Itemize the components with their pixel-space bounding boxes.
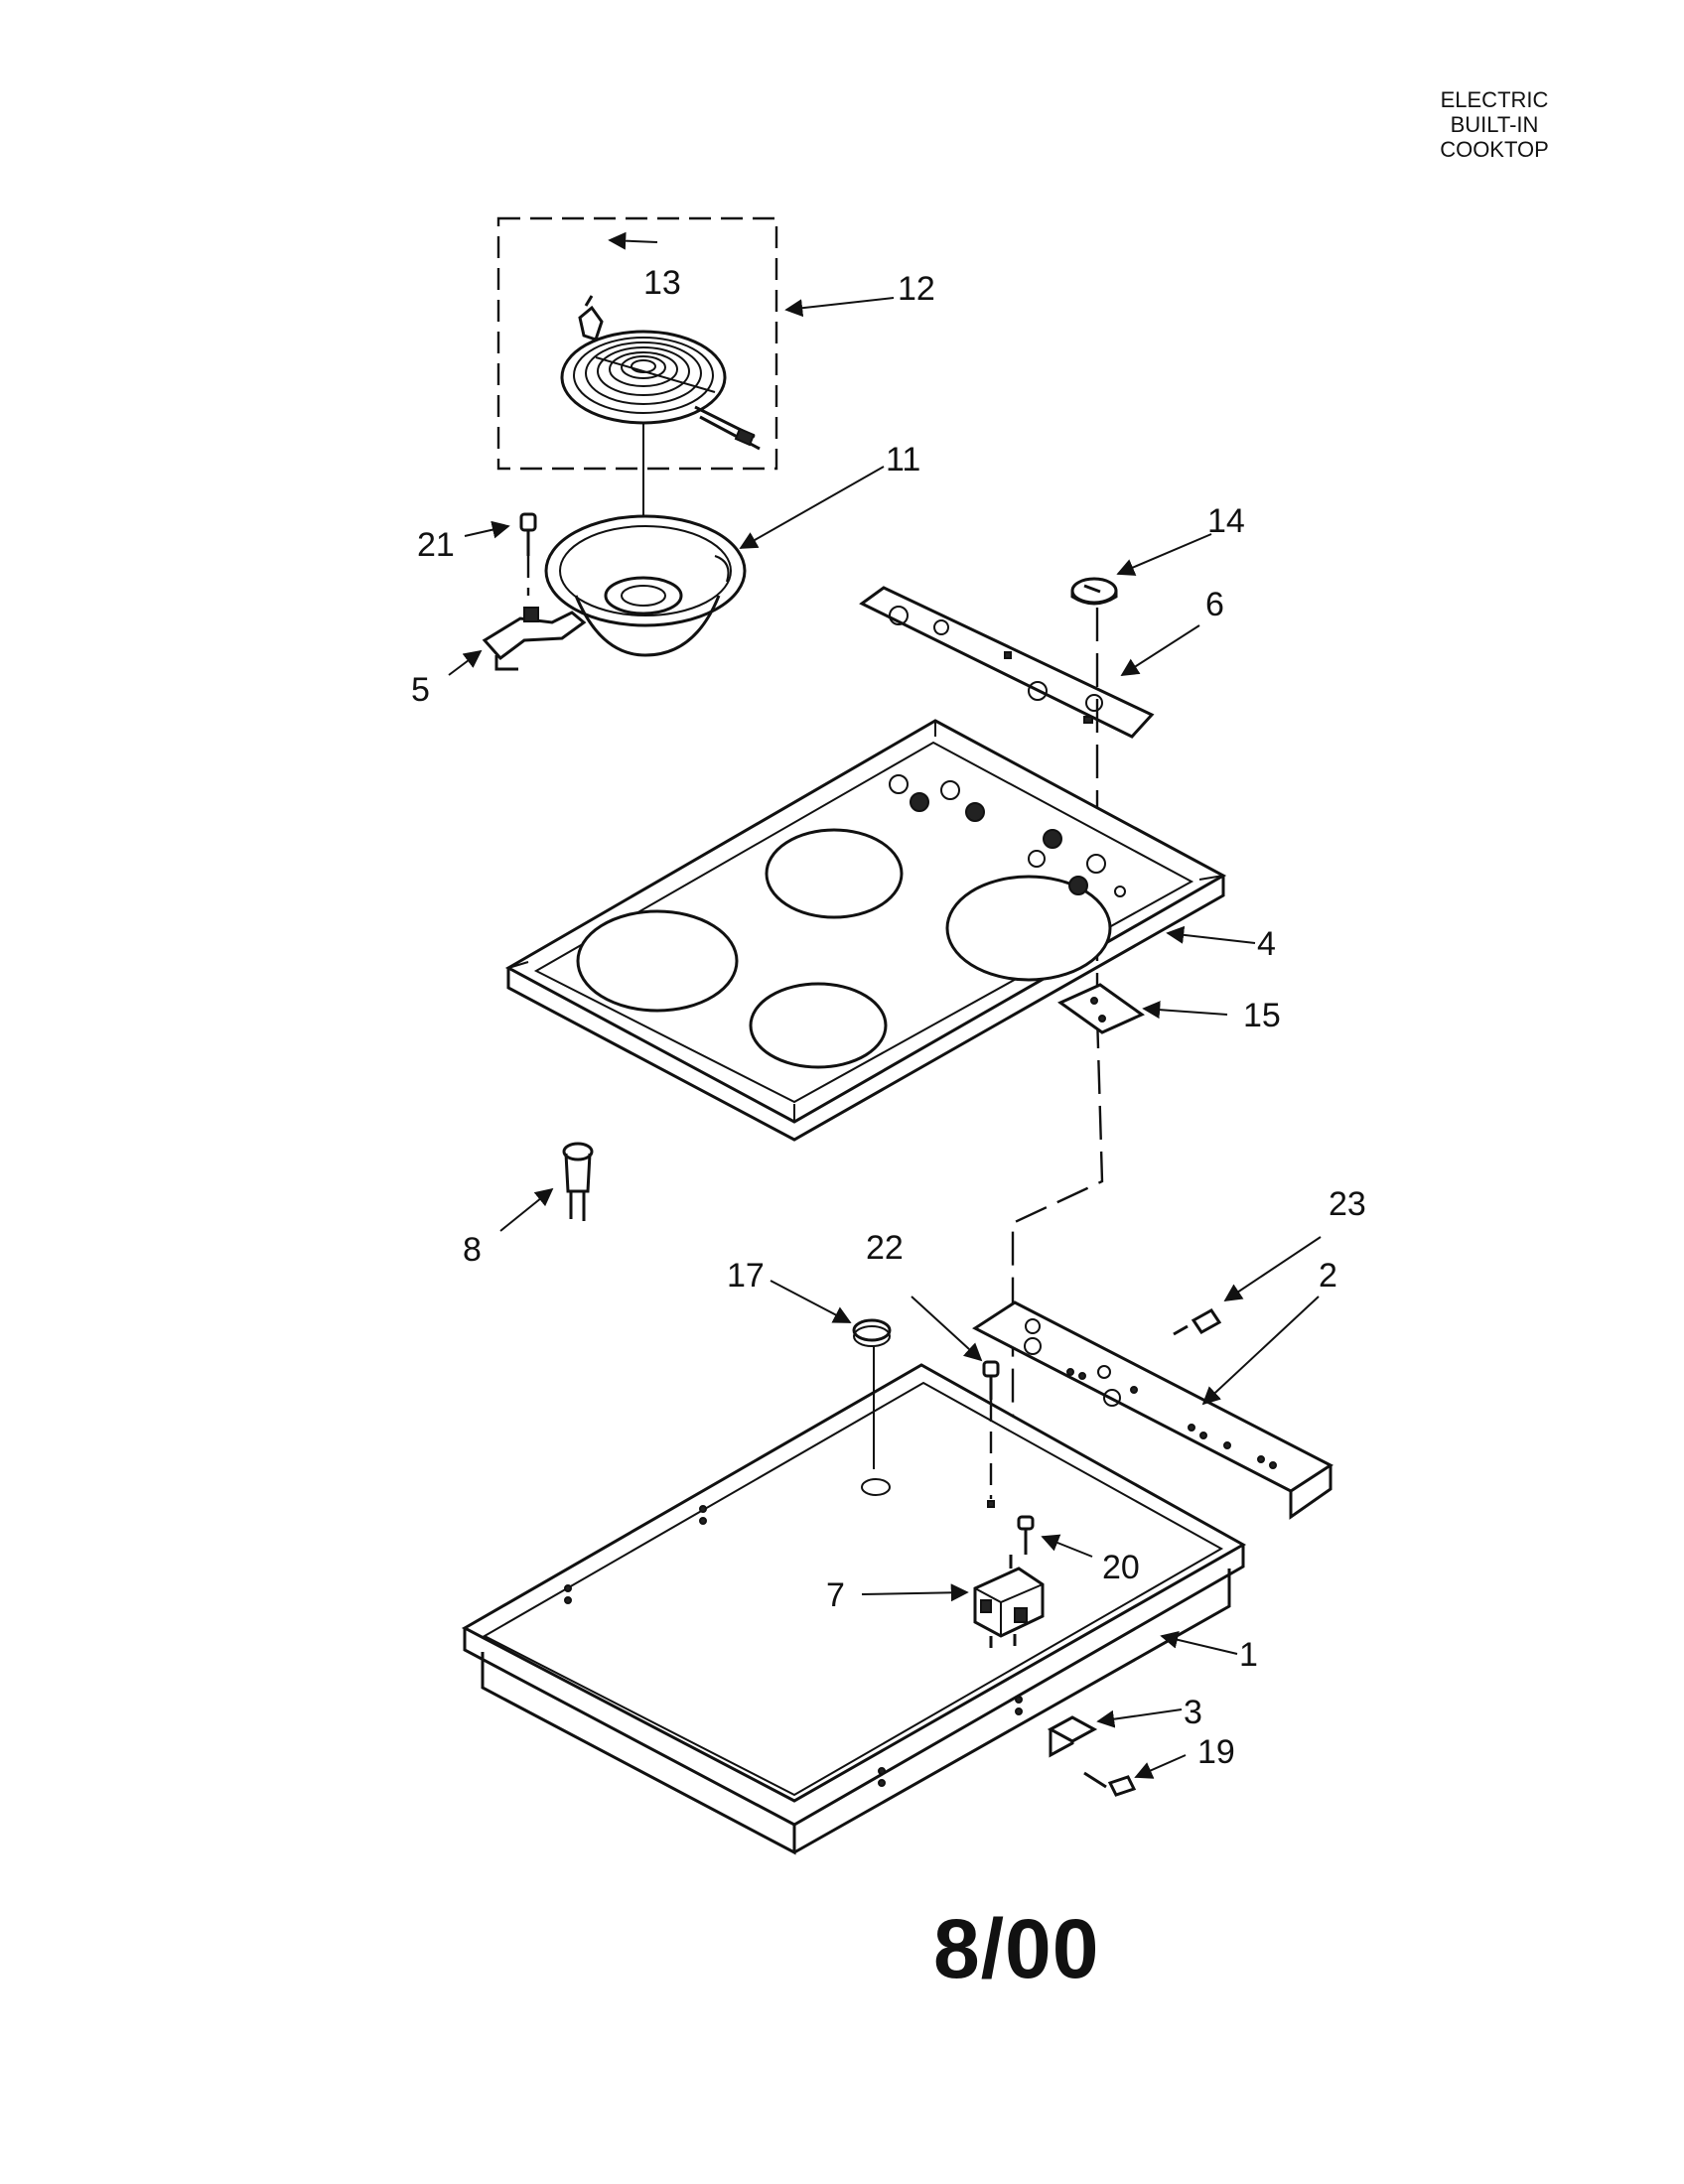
callout-17: 17 [727,1257,765,1295]
surface-element [560,330,761,451]
callout-6: 6 [1205,586,1224,623]
terminal-bracket [972,1300,1333,1520]
element-receptacle-bracket [482,607,587,671]
callout-21: 21 [417,526,455,564]
callout-12: 12 [898,270,935,308]
header-line-1: ELECTRIC [1440,87,1549,112]
grommet [852,1318,892,1469]
header-line-3: COOKTOP [1440,137,1549,162]
callout-numbers: 1 2 3 4 5 6 7 8 11 12 13 14 15 17 19 20 … [411,264,1366,1771]
screw-22 [982,1360,1000,1508]
callout-11: 11 [886,441,920,478]
main-cooktop [504,719,1227,1142]
diagram-header: ELECTRIC BUILT-IN COOKTOP [1380,87,1609,162]
terminal-block-clip [578,295,604,341]
callout-2: 2 [1319,1257,1337,1295]
control-panel-overlay [859,586,1155,739]
callout-22: 22 [866,1229,904,1267]
indicator-light [562,1142,594,1221]
insulation-tab [1057,983,1145,1034]
revision-date: 8/00 [933,1902,1100,1995]
callout-5: 5 [411,671,430,709]
screw-21 [519,512,537,596]
callout-13: 13 [643,264,681,302]
callout-1: 1 [1239,1636,1258,1674]
mounting-bracket [1047,1715,1098,1758]
callout-20: 20 [1102,1549,1140,1586]
callout-15: 15 [1243,997,1281,1034]
callout-7: 7 [826,1576,845,1614]
screw-20 [1017,1515,1035,1555]
control-knob [1070,577,1118,606]
leader-arrows [448,231,1322,1779]
burner-box [461,1363,1247,1855]
callout-23: 23 [1329,1185,1366,1223]
screw-23 [1173,1308,1222,1336]
callout-19: 19 [1197,1733,1235,1771]
callout-4: 4 [1257,925,1276,963]
surface-element-assembly-box [496,216,778,471]
callout-14: 14 [1207,502,1245,540]
infinite-switch [973,1555,1045,1648]
callout-8: 8 [463,1231,482,1269]
callout-3: 3 [1184,1694,1202,1731]
header-line-2: BUILT-IN [1450,112,1539,137]
drip-bowl [544,514,747,657]
screw-19 [1083,1771,1137,1797]
